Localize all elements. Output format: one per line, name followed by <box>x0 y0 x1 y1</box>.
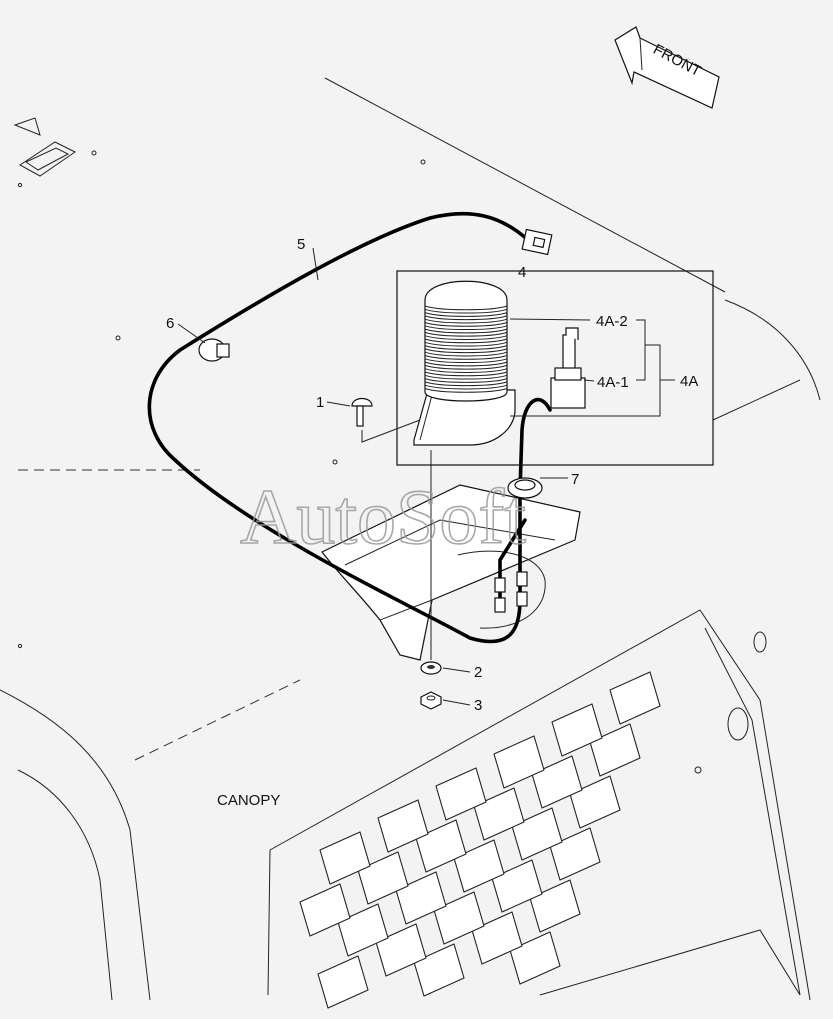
beacon-ring <box>424 345 508 350</box>
beacon-ring <box>424 331 508 337</box>
beacon-ring <box>424 374 508 380</box>
washer <box>420 661 442 675</box>
grate-cell <box>589 723 641 777</box>
grate-cell <box>609 671 661 725</box>
grate-cell <box>413 943 465 997</box>
grated-panel <box>267 609 811 1009</box>
assembly-box <box>396 270 714 466</box>
grate-cell <box>357 851 409 905</box>
beacon-ring <box>424 315 508 321</box>
grate-cell <box>511 807 563 861</box>
callout-3: 3 <box>474 697 482 714</box>
callout-7: 7 <box>571 471 579 488</box>
beacon-ring <box>424 388 508 393</box>
beacon-ring <box>424 348 508 354</box>
beacon-ring <box>424 312 508 317</box>
leader-lines <box>177 247 675 706</box>
grate-cell <box>453 839 505 893</box>
beacon-ring <box>424 361 508 367</box>
grate-cell <box>299 883 351 937</box>
grate-cell <box>377 799 429 853</box>
grate-cell <box>531 755 583 809</box>
grate-cell <box>395 871 447 925</box>
beacon-ring <box>424 358 508 364</box>
grate-cell <box>317 955 369 1009</box>
callout-4a-1: 4A-1 <box>597 374 629 391</box>
beacon-ring <box>424 325 508 331</box>
front-direction-arrow: FRONT <box>614 26 720 109</box>
beacon-ring <box>424 328 508 334</box>
grommet <box>507 477 543 499</box>
grate-cell <box>529 879 581 933</box>
beacon-ring <box>424 384 508 390</box>
grate-cell <box>473 787 525 841</box>
beacon-ring <box>424 381 508 387</box>
clamp <box>198 338 230 362</box>
beacon-ring <box>424 378 508 383</box>
grate-cell <box>551 703 603 757</box>
light-switch <box>550 327 586 409</box>
grate-cell <box>549 827 601 881</box>
nut <box>420 691 442 710</box>
beacon-ring <box>424 364 508 370</box>
grate-cell <box>569 775 621 829</box>
harness-plugs <box>494 571 528 613</box>
grate-cell <box>491 859 543 913</box>
grate-cell <box>435 767 487 821</box>
beacon-ring <box>424 308 508 314</box>
grate-cell <box>493 735 545 789</box>
beacon-ring <box>424 335 508 340</box>
beacon-ring <box>424 305 508 311</box>
canopy-label: CANOPY <box>217 792 280 809</box>
beacon-ring <box>424 318 508 324</box>
callout-6: 6 <box>166 315 174 332</box>
grate-cell <box>375 923 427 977</box>
callout-5: 5 <box>297 236 305 253</box>
watermark: AutoSoft <box>240 473 526 560</box>
bolt <box>351 397 373 427</box>
beacon-ring <box>424 341 508 347</box>
canopy-outline <box>0 77 821 1001</box>
grate-cell <box>471 911 523 965</box>
wire-connector <box>521 228 553 256</box>
callout-4a-2: 4A-2 <box>596 313 628 330</box>
callout-2: 2 <box>474 664 482 681</box>
grate-cell <box>319 831 371 885</box>
beacon-ring <box>424 355 508 360</box>
grate-cell <box>509 931 561 985</box>
beacon-light <box>413 280 516 446</box>
callout-1: 1 <box>316 394 324 411</box>
beacon-ring <box>424 351 508 357</box>
beacon-ring <box>424 371 508 377</box>
callout-4: 4 <box>518 264 526 281</box>
grate-cell <box>433 891 485 945</box>
beacon-ring <box>424 322 508 327</box>
beacon-ring <box>424 338 508 344</box>
beacon-ring <box>424 368 508 373</box>
grate-cell <box>337 903 389 957</box>
grate-cell <box>415 819 467 873</box>
callout-4a: 4A <box>680 373 698 390</box>
